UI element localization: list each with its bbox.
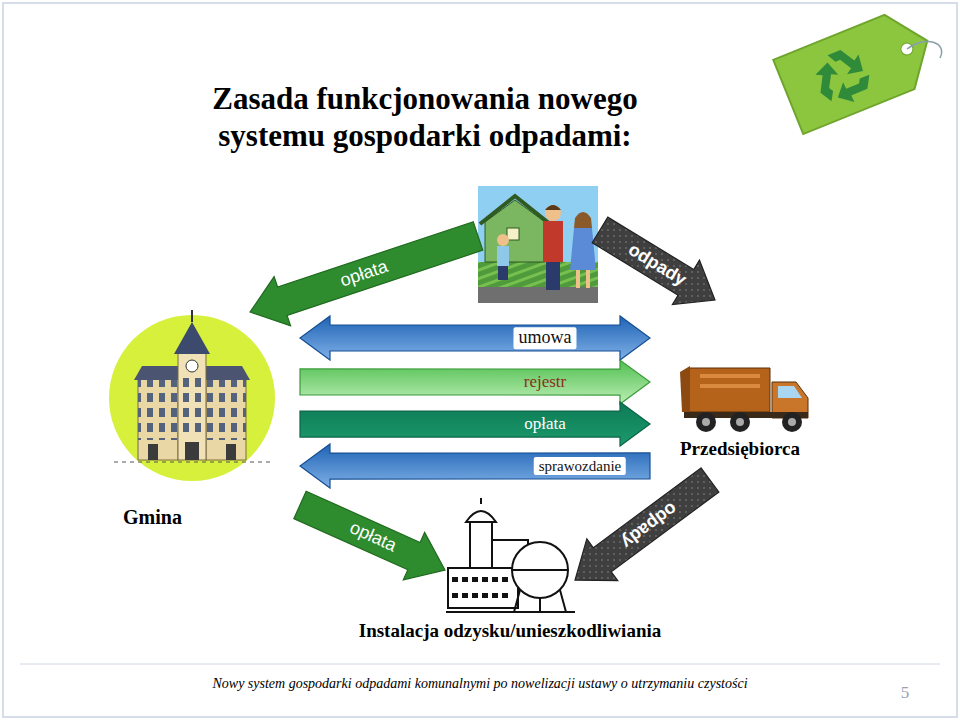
town-hall-part bbox=[206, 378, 246, 460]
family-picture-part bbox=[543, 221, 563, 262]
arrow-label: odpady bbox=[625, 239, 691, 291]
family-picture-part bbox=[478, 287, 598, 303]
footer-rule bbox=[20, 664, 940, 665]
arrow-label: umowa bbox=[513, 327, 576, 349]
recycle-tag-part-part bbox=[827, 44, 864, 81]
garbage-truck bbox=[680, 366, 808, 432]
garbage-truck-part bbox=[696, 412, 716, 432]
block-arrow bbox=[294, 491, 445, 580]
block-arrow bbox=[300, 360, 650, 404]
family-node bbox=[478, 184, 600, 304]
garbage-truck-part bbox=[688, 368, 770, 412]
recycle-tag-part-part bbox=[838, 71, 870, 104]
slide-frame bbox=[3, 3, 957, 717]
treatment-plant-part bbox=[480, 498, 482, 504]
garbage-truck-part bbox=[700, 374, 760, 378]
town-hall-part bbox=[180, 378, 204, 436]
family-picture-part bbox=[480, 196, 550, 224]
plant-node: Instalacja odzysku/unieszkodliwiania bbox=[445, 500, 575, 615]
family-picture-part bbox=[570, 228, 596, 270]
family-picture-part bbox=[497, 246, 509, 266]
arrow-label: odpady bbox=[617, 497, 681, 552]
node-label: Gmina bbox=[123, 505, 223, 529]
treatment-plant-part bbox=[560, 590, 566, 612]
tag-string bbox=[907, 41, 942, 58]
node-label: Instalacja odzysku/unieszkodliwiania bbox=[325, 620, 695, 643]
town-hall-part bbox=[114, 462, 274, 463]
garbage-truck-part bbox=[782, 412, 802, 432]
arrow-label: sprawozdanie bbox=[534, 457, 626, 475]
town-hall bbox=[109, 310, 275, 481]
treatment-plant-part bbox=[466, 511, 496, 522]
footer-note: Nowy system gospodarki odpadami komunaln… bbox=[130, 676, 830, 692]
node-label: Przedsiębiorca bbox=[680, 438, 830, 461]
garbage-truck-part bbox=[778, 386, 802, 398]
treatment-plant-part bbox=[539, 598, 541, 612]
garbage-truck-part bbox=[680, 366, 690, 412]
treatment-plant-part bbox=[492, 540, 528, 548]
municipality-node: Gmina bbox=[105, 312, 300, 534]
arrow-label: rejestr bbox=[524, 372, 566, 392]
family-picture-part bbox=[576, 270, 580, 288]
family-picture-part bbox=[545, 205, 561, 210]
town-hall-part bbox=[178, 352, 206, 460]
slide-title: Zasada funkcjonowania nowego systemu gos… bbox=[165, 80, 685, 154]
garbage-truck-part bbox=[788, 418, 796, 426]
family-picture-part bbox=[545, 205, 561, 221]
recycle-tag-part bbox=[773, 4, 942, 134]
contractor-node: Przedsiębiorca bbox=[650, 300, 830, 480]
treatment-plant-part bbox=[446, 611, 575, 613]
treatment-plant-part bbox=[512, 542, 568, 598]
recycle-tag-part-part bbox=[809, 61, 849, 101]
treatment-plant-part bbox=[452, 592, 512, 600]
block-arrow bbox=[300, 316, 650, 360]
town-hall-part bbox=[185, 442, 199, 460]
arrow-label: opłata bbox=[346, 518, 400, 558]
garbage-truck-part bbox=[736, 418, 744, 426]
town-hall-part bbox=[191, 310, 193, 322]
family-picture-part bbox=[546, 262, 560, 290]
town-hall-part bbox=[109, 315, 275, 481]
recycle-tag-part bbox=[801, 43, 878, 120]
recycle-tag bbox=[773, 4, 942, 134]
family-picture-part bbox=[574, 212, 592, 228]
block-arrow bbox=[250, 222, 483, 326]
block-arrow bbox=[592, 217, 715, 304]
town-hall-part bbox=[226, 444, 236, 460]
block-arrow bbox=[300, 402, 650, 446]
treatment-plant-part bbox=[512, 569, 568, 571]
town-hall-part bbox=[206, 380, 246, 440]
block-arrow bbox=[300, 444, 650, 488]
treatment-plant bbox=[446, 498, 575, 612]
family-picture-part bbox=[507, 228, 519, 240]
town-hall-part bbox=[138, 380, 178, 440]
treatment-plant-part bbox=[514, 590, 520, 612]
block-arrow bbox=[575, 468, 719, 581]
family-picture-part bbox=[478, 186, 598, 303]
town-hall-part bbox=[186, 360, 198, 372]
treatment-plant-part bbox=[448, 568, 518, 608]
arrow-label: opłata bbox=[337, 256, 390, 292]
town-hall-part bbox=[138, 378, 178, 460]
town-hall-part bbox=[174, 322, 210, 354]
town-hall-part bbox=[148, 444, 158, 460]
family-picture-part bbox=[498, 266, 508, 280]
garbage-truck-part bbox=[730, 412, 750, 432]
family-picture-part bbox=[497, 234, 509, 246]
treatment-plant-part bbox=[452, 576, 512, 584]
town-hall-part bbox=[134, 366, 178, 380]
town-hall-part bbox=[206, 366, 250, 380]
arrow-label: opłata bbox=[524, 414, 566, 434]
family-picture-part bbox=[586, 270, 590, 288]
page-number: 5 bbox=[885, 683, 925, 703]
garbage-truck-part bbox=[700, 384, 760, 388]
recycle-tag-part bbox=[899, 41, 915, 57]
garbage-truck-part bbox=[702, 418, 710, 426]
family-picture bbox=[478, 186, 598, 303]
treatment-plant-part bbox=[470, 522, 492, 568]
family-picture-part bbox=[485, 200, 545, 262]
